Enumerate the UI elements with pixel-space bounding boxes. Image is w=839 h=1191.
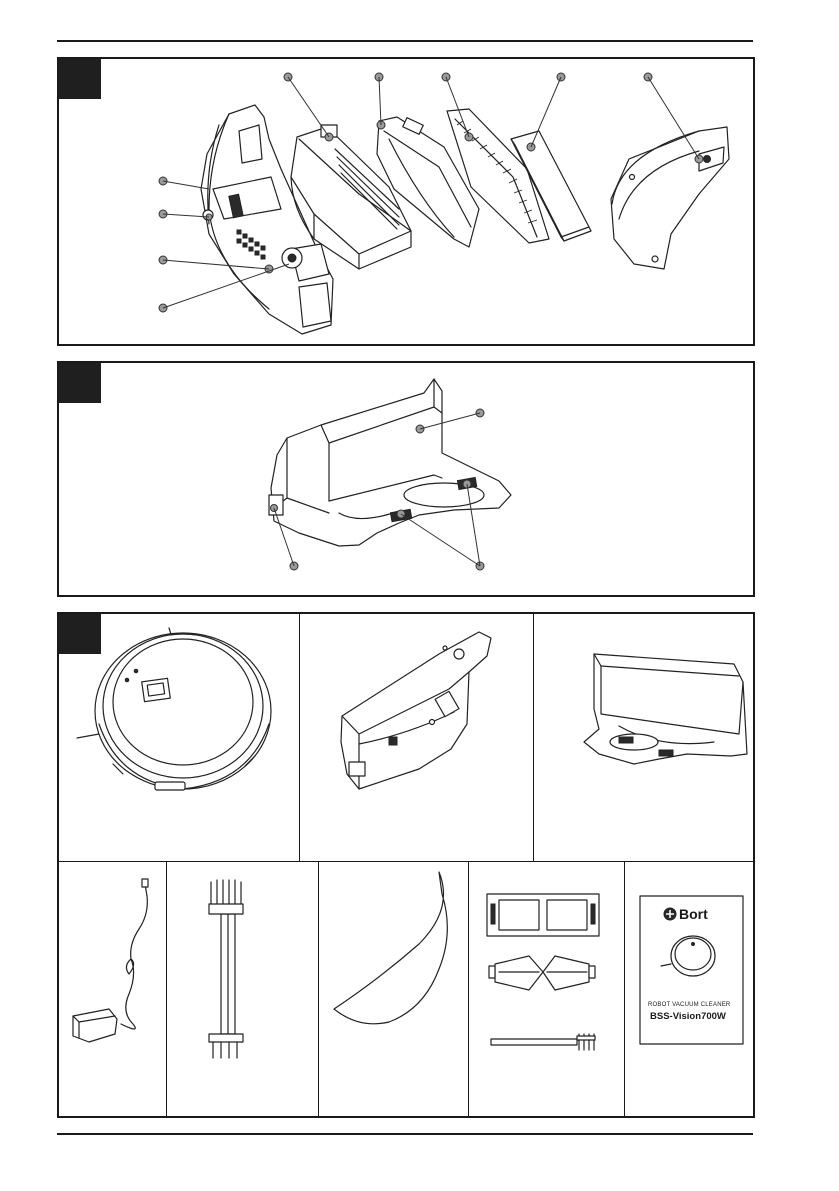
manual-product-line: ROBOT VACUUM CLEANER <box>648 1002 731 1008</box>
cleaning-tool <box>209 880 243 1058</box>
dock-diagram <box>59 363 753 595</box>
charging-dock <box>269 379 511 546</box>
footer-rule <box>57 1133 753 1135</box>
contents-diagram: Bort ROBOT VACUUM CLEANER BSS-Vision700W <box>59 614 753 1116</box>
header-rule <box>57 40 753 42</box>
power-adapter <box>73 879 148 1042</box>
dock-small <box>584 654 747 764</box>
robot-vacuum <box>77 628 271 790</box>
figure-c-panel: Bort ROBOT VACUUM CLEANER BSS-Vision700W <box>57 612 755 1118</box>
figure-a-panel <box>57 57 755 346</box>
mop-pad <box>334 872 447 1024</box>
manual-brand: Bort <box>679 906 708 922</box>
bort-logo-icon <box>664 908 676 920</box>
instruction-manual: Bort ROBOT VACUUM CLEANER BSS-Vision700W <box>640 896 743 1044</box>
dust-bin <box>341 632 491 789</box>
figure-b-panel <box>57 361 755 597</box>
manual-model: BSS-Vision700W <box>650 1011 726 1022</box>
bin-cover <box>611 127 729 269</box>
spare-parts <box>487 894 599 1050</box>
dustbox-exploded-diagram <box>59 59 753 344</box>
